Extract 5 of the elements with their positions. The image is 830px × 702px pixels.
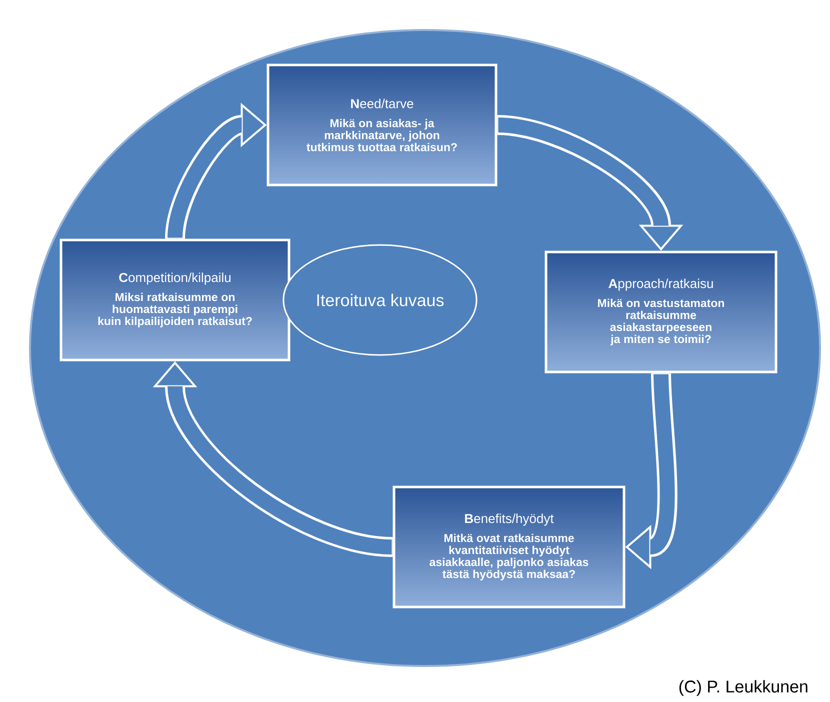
question-box: Need/tarve Mikä on asiakas- ja markkinatarve, johon tutkimus tuottaa ratkaisun? <box>266 64 498 186</box>
question-box: Approach/ratkaisu Mikä on vastustamaton ratkaisumme asiakastarpeeseen ja miten se toimii? <box>544 250 778 374</box>
question-box: Competition/kilpailu Miksi ratkaisumme on huomattavasti parempi kuin kilpailijoiden ratkaisut? <box>60 238 290 362</box>
question-box: Benefits/hyödyt Mitkä ovat ratkaisumme kvantitatiiviset hyödyt asiakkaalle, paljonko asiakas tästä hyödystä maksaa? <box>392 486 626 608</box>
copyright-note: (C) P. Leukkunen <box>679 680 808 696</box>
